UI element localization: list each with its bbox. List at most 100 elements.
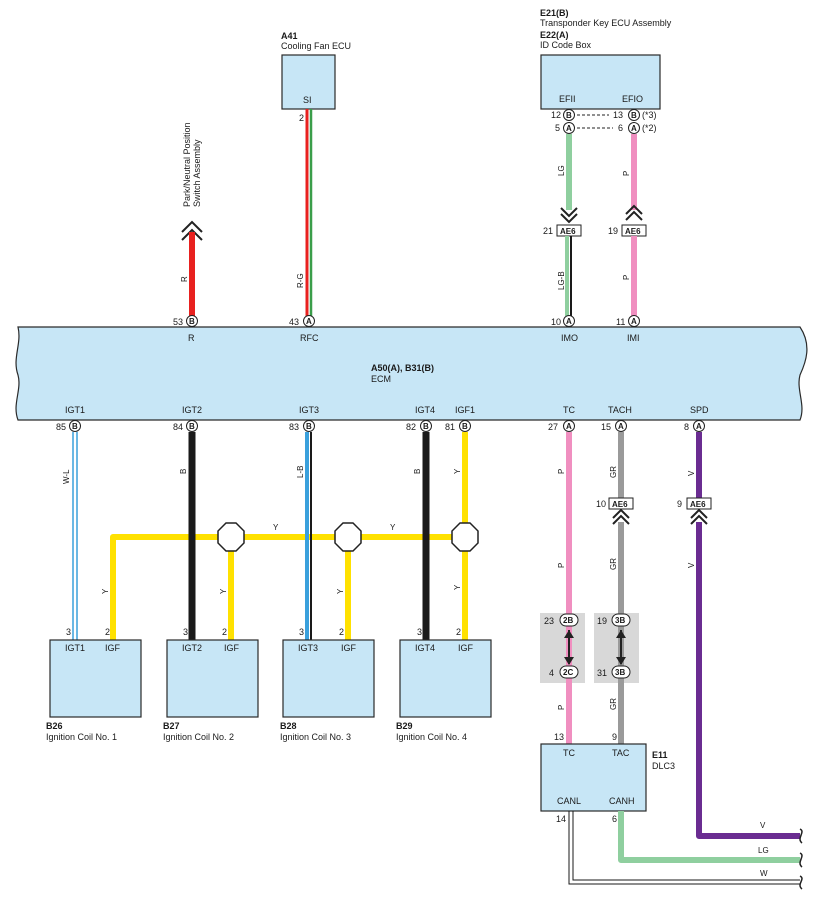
arrow-marker bbox=[690, 514, 708, 525]
pin-no: 3 bbox=[299, 627, 304, 637]
ecm-box bbox=[15, 326, 808, 421]
ignition-coil-2-name: Ignition Coil No. 2 bbox=[163, 732, 234, 742]
pin-no: 84 bbox=[173, 422, 183, 432]
arrow-marker bbox=[181, 228, 203, 241]
ecm-name: ECM bbox=[371, 374, 391, 384]
ecm-pin-tc: TC bbox=[563, 405, 575, 415]
wire-label-rg: R-G bbox=[296, 273, 305, 288]
pin-no: 5 bbox=[555, 123, 560, 133]
wire-label-p: P bbox=[557, 705, 566, 710]
wire-label-b: B bbox=[413, 469, 422, 474]
arrow-marker bbox=[560, 207, 578, 218]
pin-no: 4 bbox=[549, 668, 554, 678]
connector-label: 3B bbox=[615, 616, 625, 625]
connector-letter: A bbox=[631, 317, 637, 326]
coil-pin-igt: IGT3 bbox=[298, 643, 318, 653]
wire-w-canl bbox=[568, 811, 800, 885]
pin-no: 2 bbox=[105, 627, 110, 637]
connector-marker bbox=[563, 315, 575, 327]
transponder-box bbox=[540, 54, 661, 110]
id-code-box-name: ID Code Box bbox=[540, 40, 592, 50]
transponder-name: Transponder Key ECU Assembly bbox=[540, 18, 672, 28]
wire-label-y: Y bbox=[219, 588, 228, 594]
pin-no: 83 bbox=[289, 422, 299, 432]
pin-no: 3 bbox=[417, 627, 422, 637]
pin-no: 19 bbox=[597, 616, 607, 626]
wire-w-canl bbox=[572, 811, 800, 881]
arrow-marker bbox=[612, 514, 630, 525]
ecm-pin-r: R bbox=[188, 333, 195, 343]
pin-note: (*2) bbox=[642, 123, 657, 133]
coil-pin-igf: IGF bbox=[224, 643, 240, 653]
connector-marker bbox=[563, 420, 575, 432]
wire-label-y: Y bbox=[336, 588, 345, 594]
connector-marker bbox=[69, 420, 81, 432]
arrow-marker bbox=[616, 657, 626, 665]
wire-label-v: V bbox=[760, 821, 766, 830]
wire-lg-canh bbox=[618, 811, 800, 863]
connector-letter: A bbox=[566, 124, 572, 133]
ignition-coil-2-box bbox=[166, 639, 259, 718]
connector-letter: B bbox=[462, 422, 468, 431]
wire-label-w: W bbox=[760, 869, 768, 878]
wire-label-b: B bbox=[179, 469, 188, 474]
coil-pin-igt: IGT4 bbox=[415, 643, 435, 653]
pin-no: 13 bbox=[613, 110, 623, 120]
wire-label-y: Y bbox=[453, 468, 462, 474]
pin-no: 27 bbox=[548, 422, 558, 432]
wire-label-v: V bbox=[687, 470, 696, 476]
connector-marker bbox=[459, 420, 471, 432]
wire-label-lg: LG bbox=[557, 165, 566, 176]
pin-no: 82 bbox=[406, 422, 416, 432]
ignition-coil-1-box bbox=[49, 639, 142, 718]
connector-letter: B bbox=[72, 422, 78, 431]
connector-marker bbox=[420, 420, 432, 432]
wire-label-p: P bbox=[622, 275, 631, 280]
pin-no: 81 bbox=[445, 422, 455, 432]
wire-label-lgb: LG-B bbox=[557, 271, 566, 290]
dlc3-pin-canl: CANL bbox=[557, 796, 581, 806]
wire-label-gr: GR bbox=[609, 558, 618, 570]
ignition-coil-4-name: Ignition Coil No. 4 bbox=[396, 732, 467, 742]
ignition-coil-3-name: Ignition Coil No. 3 bbox=[280, 732, 351, 742]
connector-letter: A bbox=[696, 422, 702, 431]
wire-label-gr: GR bbox=[609, 698, 618, 710]
ignition-coil-3-id: B28 bbox=[280, 721, 297, 731]
connector-marker bbox=[628, 122, 640, 134]
connector-letter: A bbox=[566, 317, 572, 326]
pin-no: 43 bbox=[289, 317, 299, 327]
splice-point bbox=[334, 522, 362, 552]
id-code-box-id: E22(A) bbox=[540, 30, 569, 40]
connector-marker bbox=[303, 315, 315, 327]
coil-pin-igf: IGF bbox=[458, 643, 474, 653]
pin-no: 14 bbox=[556, 814, 566, 824]
break-mark bbox=[799, 828, 803, 844]
connector-2c bbox=[559, 665, 579, 679]
ecm-pin-igf1: IGF1 bbox=[455, 405, 475, 415]
wire-label-lb: L-B bbox=[296, 466, 305, 478]
transponder-pin-efio: EFIO bbox=[622, 94, 643, 104]
connector-letter: A bbox=[566, 422, 572, 431]
cooling-fan-box bbox=[281, 54, 336, 110]
dlc3-pin-canh: CANH bbox=[609, 796, 635, 806]
ecm-pin-igt1: IGT1 bbox=[65, 405, 85, 415]
arrow-marker bbox=[181, 220, 203, 233]
connector-marker bbox=[628, 315, 640, 327]
arrow-marker bbox=[625, 204, 643, 215]
arrow-marker bbox=[560, 213, 578, 224]
wire-label-y: Y bbox=[101, 588, 110, 594]
wire-label-p: P bbox=[557, 563, 566, 568]
wire-label-y: Y bbox=[273, 523, 279, 532]
pin-no: 13 bbox=[554, 732, 564, 742]
pin-no: 2 bbox=[222, 627, 227, 637]
wire-label-y: Y bbox=[390, 523, 396, 532]
ecm-pin-tach: TACH bbox=[608, 405, 632, 415]
connector-marker bbox=[628, 109, 640, 121]
pin-no: 8 bbox=[684, 422, 689, 432]
wire-label-p: P bbox=[557, 469, 566, 474]
connector-letter: B bbox=[306, 422, 312, 431]
pin-no: 53 bbox=[173, 317, 183, 327]
dlc3-id: E11 bbox=[652, 750, 668, 760]
cooling-fan-id: A41 bbox=[281, 31, 298, 41]
